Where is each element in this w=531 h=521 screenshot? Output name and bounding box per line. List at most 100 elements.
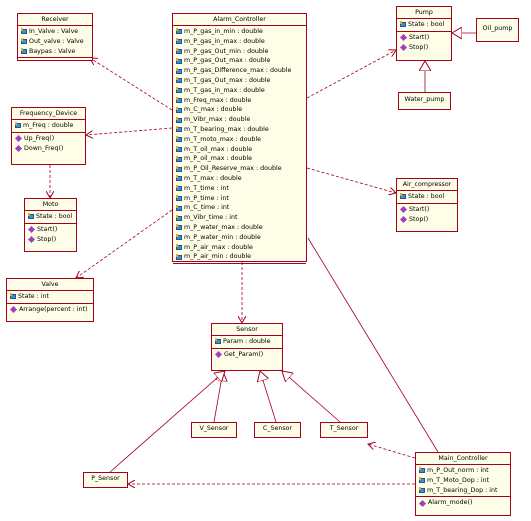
attribute-row[interactable]: m_T_oil_max : double [176,145,304,155]
attribute-icon [176,47,182,54]
operation-icon [28,235,36,244]
attribute-row[interactable]: m_P_water_max : double [176,223,304,233]
attribute-icon [419,467,425,474]
attribute-icon [176,155,182,162]
attribute-row[interactable]: State : bool [400,20,449,30]
operation-icon [15,135,23,143]
operation-row[interactable]: Start() [400,33,449,43]
class-name: Air_compressor [397,179,457,191]
attribute-row[interactable]: m_T_moto_max : double [176,135,304,145]
attribute-row[interactable]: Param : double [215,337,280,347]
operation-row[interactable]: Up_Freq() [15,134,83,144]
operation-row[interactable]: Down_Freq() [15,144,83,154]
operation-row[interactable]: Start() [400,205,455,215]
operation-row[interactable]: Stop() [400,215,455,225]
attribute-row[interactable]: m_P_gas_Out_min : double [176,47,304,57]
operations-compartment: Start()Stop() [397,204,457,226]
attribute-row[interactable]: m_P_Oil_Reserve_max : double [176,164,304,174]
attribute-label: m_T_gas_in_max : double [184,86,265,94]
attribute-row[interactable]: m_P_gas_in_max : double [176,37,304,47]
attribute-label: m_Freq_max : double [184,96,252,104]
attribute-row[interactable]: m_P_gas_Out_max : double [176,56,304,66]
class-name: V_Sensor [199,425,229,432]
attribute-row[interactable]: m_Freq : double [15,121,83,131]
attributes-compartment: State : bool [25,211,76,224]
attribute-row[interactable]: Baypas : Valve [21,47,90,57]
operation-label: Stop() [37,235,57,243]
class-name: Pump [397,7,451,19]
attribute-row[interactable]: m_T_bearing_Dop : int [419,486,508,496]
attribute-row[interactable]: m_P_gas_in_min : double [176,27,304,37]
attribute-icon [419,477,425,484]
attribute-row[interactable]: m_T_time : int [176,184,304,194]
attribute-icon [176,116,182,123]
operation-row[interactable]: Start() [28,225,74,235]
attribute-row[interactable]: m_P_water_min : double [176,233,304,243]
attribute-row[interactable]: m_P_oil_max : double [176,154,304,164]
attribute-row[interactable]: State : int [10,292,91,302]
attribute-label: State : bool [408,21,445,28]
attribute-icon [176,253,182,260]
attribute-label: m_P_gas_in_max : double [184,37,265,45]
attribute-label: State : bool [408,193,445,200]
attribute-row[interactable]: m_P_air_min : double [176,252,304,262]
operation-row[interactable]: Alarm_mode() [419,498,508,508]
operation-row[interactable]: Get_Param() [215,350,280,360]
attribute-row[interactable]: In_Valve : Valve [21,27,90,37]
attribute-row[interactable]: State : bool [28,212,74,222]
attribute-label: State : bool [36,213,73,220]
attribute-row[interactable]: m_C_max : double [176,105,304,115]
attribute-row[interactable]: m_Vibr_time : int [176,213,304,223]
attribute-row[interactable]: m_P_gas_Difference_max : double [176,66,304,76]
attribute-label: m_P_Oil_Reserve_max : double [184,165,282,173]
class-t-sensor[interactable]: T_Sensor [320,422,368,438]
attribute-row[interactable]: m_P_Out_norm : int [419,466,508,476]
operation-row[interactable]: Arrange(percent : int) [10,305,91,315]
operations-compartment: Start()Stop() [397,32,451,54]
attribute-label: m_T_moto_max : double [184,135,262,143]
attribute-row[interactable]: m_T_gas_in_max : double [176,86,304,96]
operation-icon [215,351,223,359]
attribute-row[interactable]: m_C_time : int [176,203,304,213]
operation-row[interactable]: Stop() [400,43,449,53]
attribute-row[interactable]: m_Vibr_max : double [176,115,304,125]
attribute-row[interactable]: m_T_Moto_Dop : int [419,476,508,486]
attribute-label: m_T_bearing_Dop : int [427,486,498,494]
attributes-compartment: m_Freq : double [12,120,85,133]
class-oil-pump[interactable]: Oil_pump [476,18,519,42]
attribute-row[interactable]: m_Freq_max : double [176,96,304,106]
attribute-row[interactable]: m_T_max : double [176,174,304,184]
attribute-icon [176,136,182,143]
attribute-row[interactable]: State : bool [400,192,455,202]
class-v-sensor[interactable]: V_Sensor [191,422,237,438]
operation-row[interactable]: Stop() [28,235,74,245]
attribute-row[interactable]: m_T_gas_Out_max : double [176,76,304,86]
class-p-sensor[interactable]: P_Sensor [83,472,128,488]
operation-label: Start() [37,225,58,233]
attribute-row[interactable]: m_T_bearing_max : double [176,125,304,135]
attributes-compartment: Param : double [212,336,282,349]
attribute-row[interactable]: Out_valve : Valve [21,37,90,47]
dependency-alarm-to-pump [306,50,396,99]
attribute-icon [419,486,425,493]
attribute-row[interactable]: m_P_air_max : double [176,243,304,253]
attribute-icon [176,194,182,201]
attribute-icon [176,106,182,113]
class-water-pump[interactable]: Water_pump [398,92,451,110]
attribute-icon [176,126,182,133]
class-c-sensor[interactable]: C_Sensor [254,422,301,438]
attribute-row[interactable]: m_P_time : int [176,194,304,204]
attributes-compartment: State : int [7,291,93,304]
operation-icon [400,43,408,52]
